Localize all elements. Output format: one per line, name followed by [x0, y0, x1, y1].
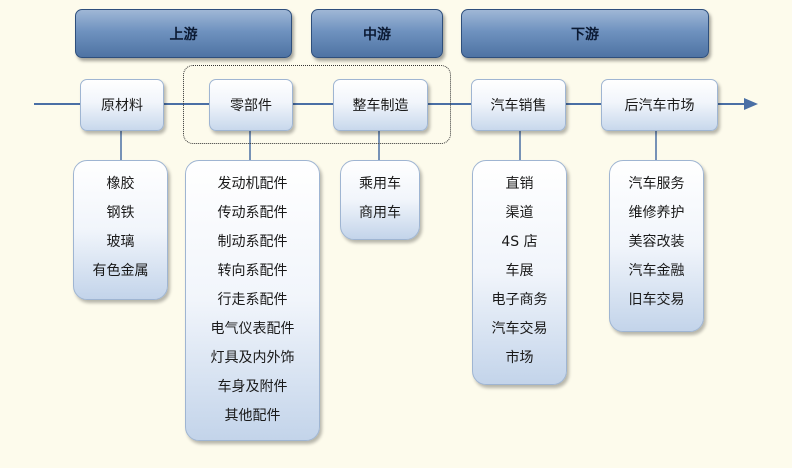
- list-item: 汽车金融: [628, 263, 685, 279]
- list-aftermarket: 汽车服务 维修养护 美容改装 汽车金融 旧车交易: [609, 160, 704, 332]
- list-item: 美容改装: [628, 234, 685, 250]
- list-item: 电气仪表配件: [210, 321, 295, 337]
- flow-arrowhead: [744, 98, 758, 110]
- list-item: 车展: [505, 263, 534, 279]
- list-components: 发动机配件 传动系配件 制动系配件 转向系配件 行走系配件 电气仪表配件 灯具及…: [185, 160, 320, 441]
- list-item: 有色金属: [92, 263, 149, 279]
- list-item: 维修养护: [628, 205, 685, 221]
- list-item: 制动系配件: [217, 234, 288, 250]
- list-item: 车身及附件: [217, 379, 288, 395]
- list-item: 商用车: [359, 205, 401, 221]
- node-components: 零部件: [209, 79, 293, 131]
- stage-header-downstream: 下游: [461, 9, 709, 58]
- list-item: 市场: [505, 350, 534, 366]
- list-item: 行走系配件: [217, 292, 288, 308]
- list-item: 其他配件: [224, 408, 281, 424]
- list-item: 旧车交易: [628, 292, 685, 308]
- list-item: 汽车服务: [628, 176, 685, 192]
- list-item: 橡胶: [106, 176, 135, 192]
- list-item: 传动系配件: [217, 205, 288, 221]
- list-auto-sales: 直销 渠道 4S 店 车展 电子商务 汽车交易 市场: [472, 160, 567, 385]
- list-item: 乘用车: [359, 176, 401, 192]
- node-raw-materials: 原材料: [80, 79, 164, 131]
- node-aftermarket: 后汽车市场: [601, 79, 718, 131]
- list-raw-materials: 橡胶 钢铁 玻璃 有色金属: [73, 160, 168, 300]
- midstream-group-outline: [183, 65, 451, 144]
- list-item: 渠道: [505, 205, 534, 221]
- stage-header-upstream: 上游: [75, 9, 292, 58]
- list-item: 转向系配件: [217, 263, 288, 279]
- list-item: 玻璃: [106, 234, 135, 250]
- node-vehicle-manufacturing: 整车制造: [333, 79, 428, 131]
- node-auto-sales: 汽车销售: [471, 79, 566, 131]
- list-item: 钢铁: [106, 205, 135, 221]
- list-item: 灯具及内外饰: [210, 350, 295, 366]
- list-item: 直销: [505, 176, 534, 192]
- list-item: 电子商务: [491, 292, 548, 308]
- list-vehicle-manufacturing: 乘用车 商用车: [340, 160, 420, 240]
- list-item: 发动机配件: [217, 176, 288, 192]
- stage-header-midstream: 中游: [311, 9, 443, 58]
- list-item: 汽车交易: [491, 321, 548, 337]
- list-item: 4S 店: [501, 234, 538, 250]
